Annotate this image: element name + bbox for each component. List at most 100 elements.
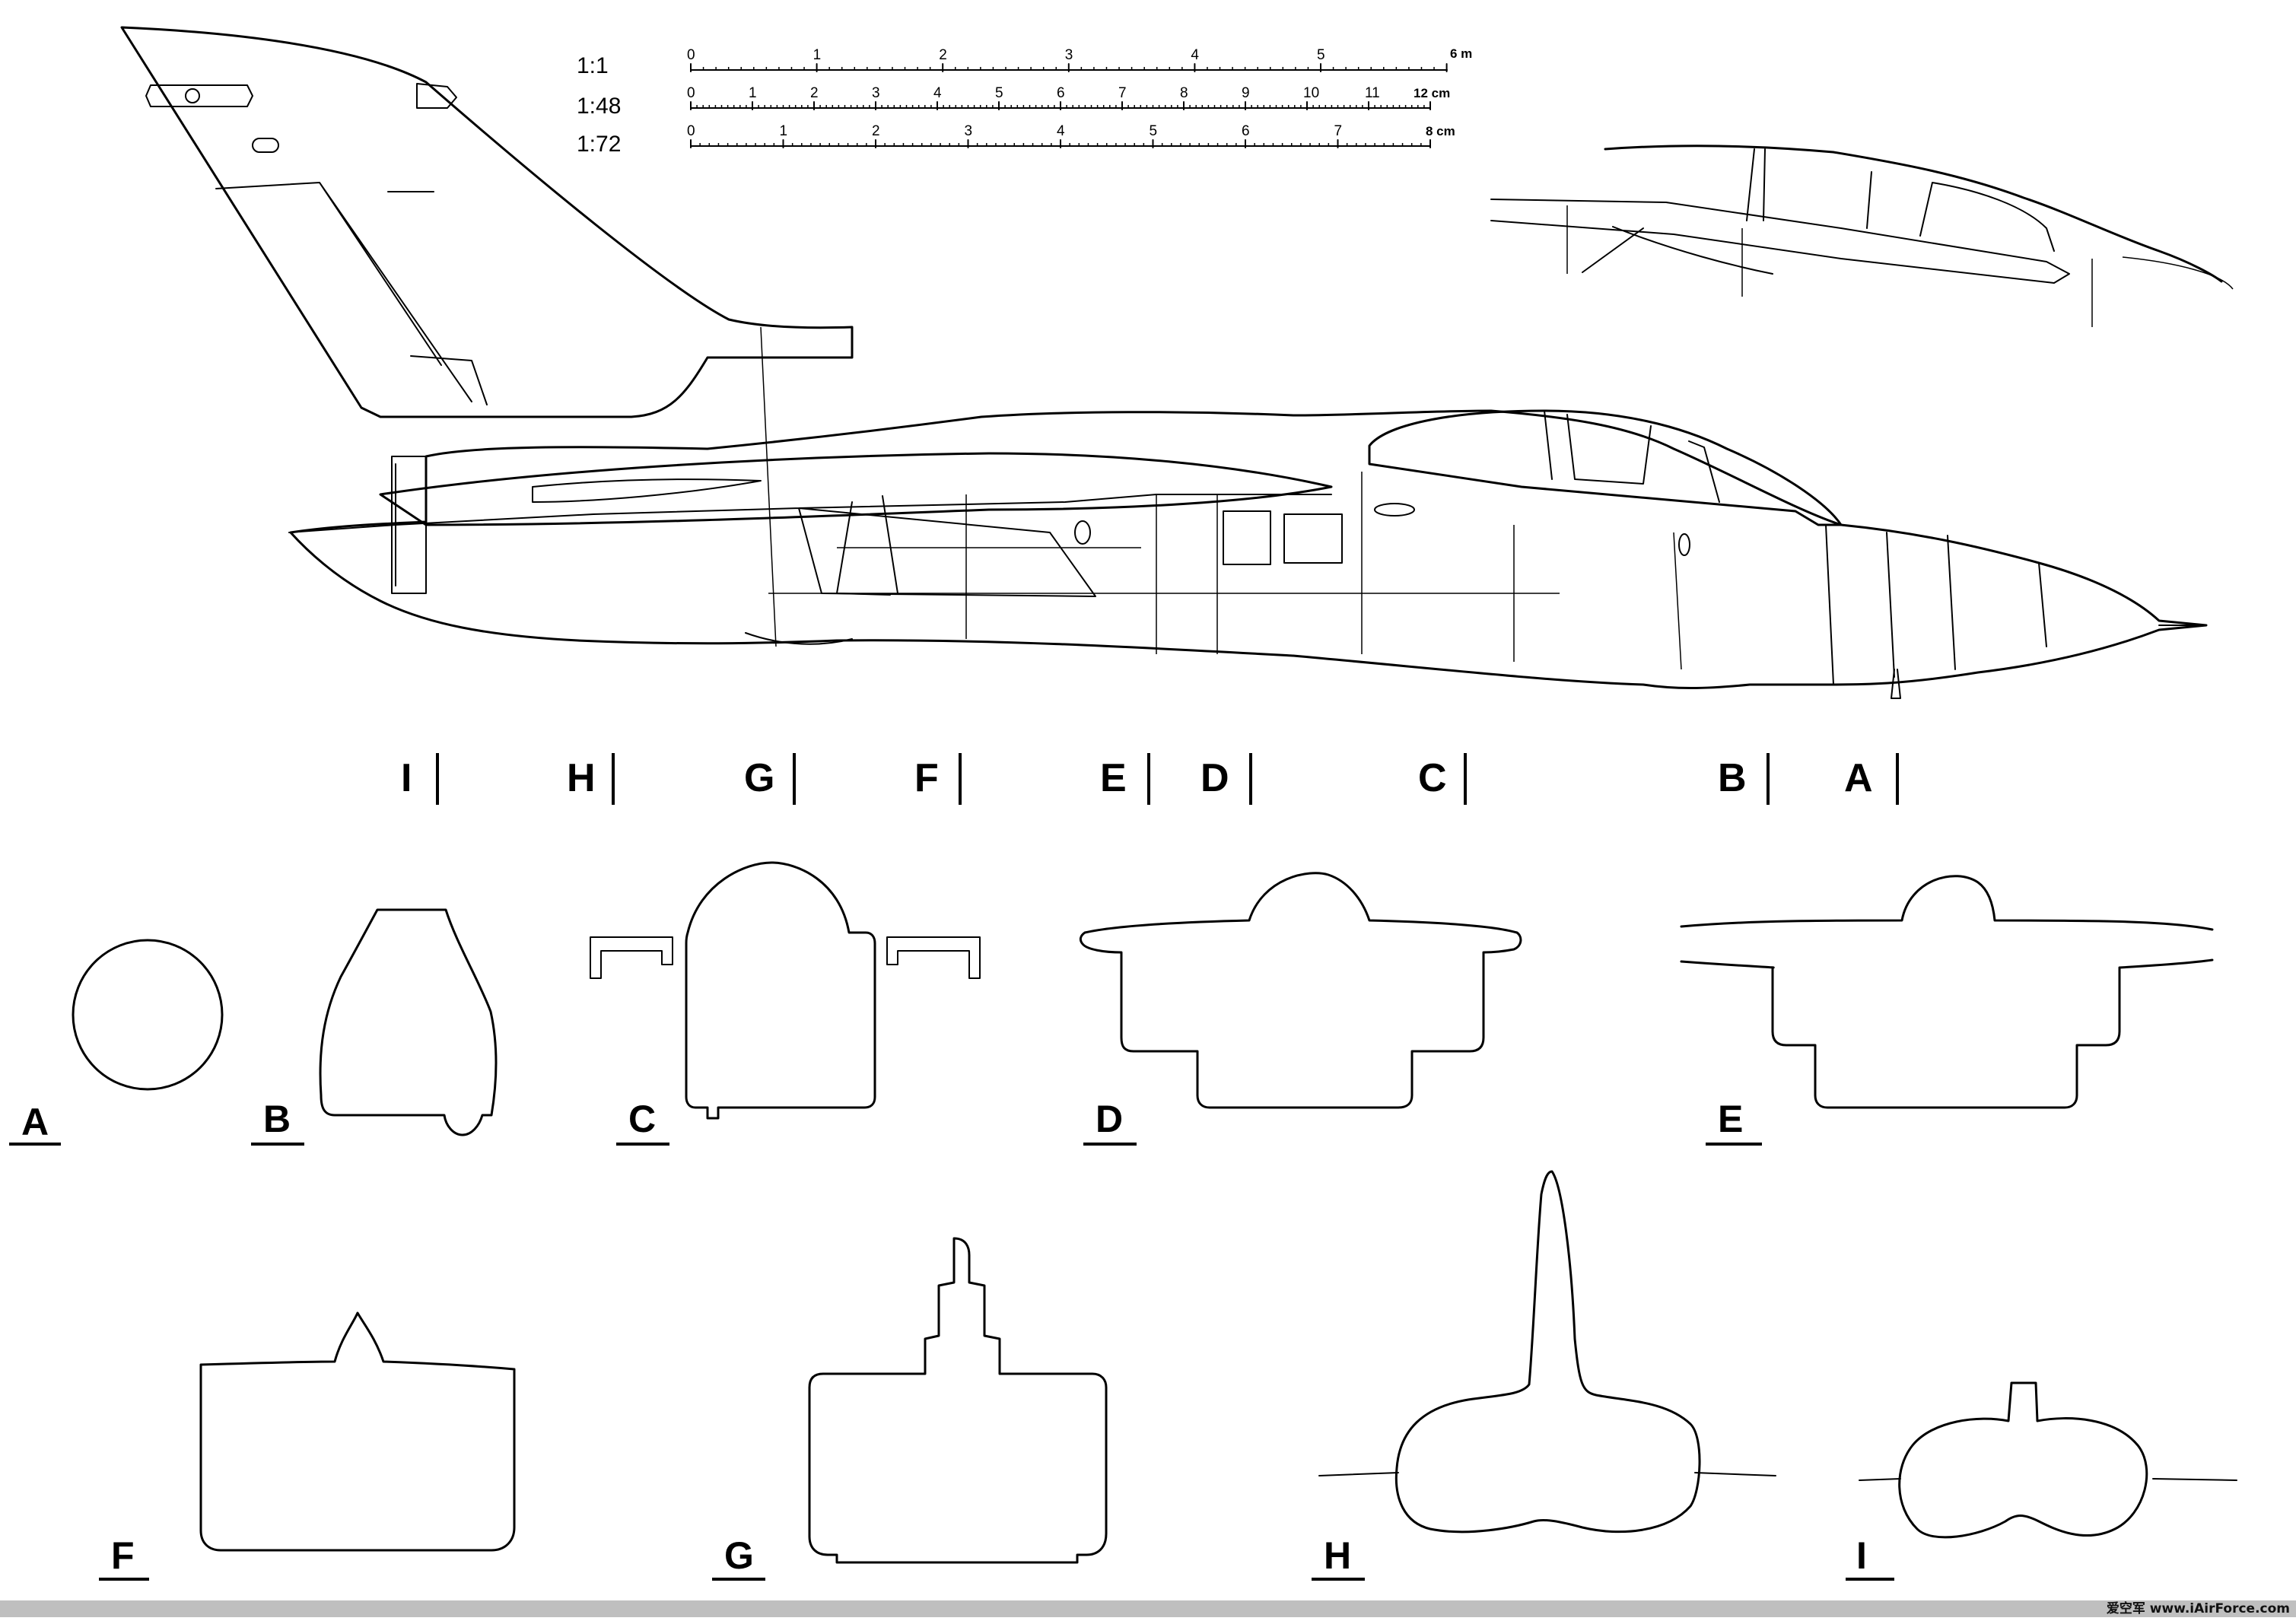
scale-unit-1-48: 12 cm [1414, 86, 1450, 100]
scale-ratio-1-72: 1:72 [577, 132, 621, 157]
fuselage-port [1678, 533, 1690, 556]
section-f-shape [199, 1311, 516, 1552]
panel-lines [760, 326, 1682, 670]
tail-light [185, 88, 200, 103]
section-b-shape [319, 908, 498, 1136]
scale-tick-label: 3 [965, 123, 973, 139]
section-marker-h: H [567, 756, 596, 800]
scale-tick-label: 8 [1180, 85, 1188, 101]
inset-intake [1582, 226, 1773, 275]
scale-ratio-1-1: 1:1 [577, 53, 609, 78]
section-c-label: C [628, 1098, 656, 1140]
footer-bar [0, 1600, 2296, 1617]
inset-canopy [1604, 145, 2223, 283]
scale-tick-label: 2 [872, 123, 880, 139]
scale-tick-label: 6 [1242, 123, 1250, 139]
section-h-shape [1394, 1170, 1701, 1534]
scale-tick-label: 7 [1118, 85, 1127, 101]
scale-unit-1-72: 8 cm [1426, 124, 1455, 138]
scale-unit-1-1: 6 m [1450, 46, 1472, 61]
wing-glove [379, 452, 1333, 526]
fuselage-outline [289, 409, 2208, 689]
scale-tick-label: 1 [780, 123, 788, 139]
scale-tick-label: 11 [1365, 85, 1380, 101]
scale-tick-label: 4 [933, 85, 942, 101]
cross-section-b: B [251, 908, 498, 1146]
section-g-label: G [724, 1534, 754, 1577]
section-e-shape [1680, 875, 2214, 1109]
scale-tick-label: 2 [939, 47, 947, 63]
scale-tick-label: 5 [1150, 123, 1158, 139]
cross-section-e: E [1680, 875, 2214, 1146]
access-hatch [1283, 513, 1343, 564]
section-i-wing-right [2152, 1478, 2237, 1481]
inset-nose-line [2122, 256, 2234, 290]
scale-tick-label: 5 [995, 85, 1003, 101]
section-c-right-pod [886, 936, 981, 979]
access-hatch [1223, 510, 1271, 565]
aircraft-side-view [120, 26, 2208, 699]
cockpit-inset [1490, 145, 2234, 327]
watermark: 爱空军 www.iAirForce.com [2106, 1601, 2290, 1616]
tail-fin-tip-pod-right [416, 83, 457, 109]
inset-sill [1490, 199, 2070, 284]
scale-tick-label: 5 [1317, 47, 1325, 63]
section-marker-c: C [1418, 756, 1447, 800]
inset-canopy-frames [1746, 148, 2055, 252]
cross-section-f: F [99, 1311, 516, 1581]
cross-section-h: H [1312, 1170, 1776, 1581]
scale-tick-label: 7 [1334, 123, 1343, 139]
swept-wing [288, 494, 1332, 597]
scale-tick-label: 4 [1057, 123, 1065, 139]
section-marker-e: E [1100, 756, 1127, 800]
cross-section-g: G [712, 1237, 1108, 1581]
section-marker-f: F [914, 756, 939, 800]
section-h-wing-right [1694, 1472, 1776, 1476]
section-i-label: I [1856, 1534, 1867, 1577]
tail-fin [120, 26, 854, 418]
scale-tick-label: 10 [1303, 85, 1319, 101]
cross-section-a: A [9, 939, 224, 1146]
section-c-shape [685, 861, 876, 1120]
section-h-wing-left [1318, 1472, 1399, 1476]
section-i-wing-left [1859, 1478, 1901, 1481]
scale-tick-label: 3 [872, 85, 880, 101]
wing-pivot [532, 478, 762, 503]
nose-gear [1891, 669, 1901, 699]
section-c-left-pod [590, 936, 673, 979]
tail-fin-vent [252, 138, 279, 153]
section-i-shape [1898, 1381, 2148, 1539]
fuselage-port [1374, 503, 1415, 516]
section-marker-d: D [1200, 756, 1229, 800]
scale-tick-label: 6 [1057, 85, 1065, 101]
section-d-shape [1079, 872, 1522, 1109]
section-a-label: A [21, 1101, 49, 1143]
section-b-label: B [263, 1098, 291, 1140]
engine-exhaust [391, 456, 427, 594]
section-e-label: E [1718, 1098, 1743, 1140]
section-marker-b: B [1718, 756, 1747, 800]
cross-section-d: D [1079, 872, 1522, 1146]
section-marker-g: G [744, 756, 774, 800]
canopy-frame [1544, 410, 1720, 503]
section-marker-a: A [1844, 756, 1873, 800]
cross-section-i: I [1846, 1381, 2237, 1581]
scale-tick-label: 1 [749, 85, 757, 101]
tail-fin-panel-line [215, 182, 488, 405]
section-markers: I H G F E D C B A [401, 753, 1899, 805]
section-h-label: H [1324, 1534, 1351, 1577]
section-g-shape [808, 1237, 1108, 1564]
main-gear-fairing [745, 632, 853, 645]
cross-section-c: C [590, 861, 981, 1146]
section-a-shape [72, 939, 224, 1091]
scale-ratio-1-48: 1:48 [577, 94, 621, 119]
section-d-label: D [1096, 1098, 1123, 1140]
scale-tick-label: 2 [810, 85, 819, 101]
nose-panels [1825, 524, 2047, 685]
